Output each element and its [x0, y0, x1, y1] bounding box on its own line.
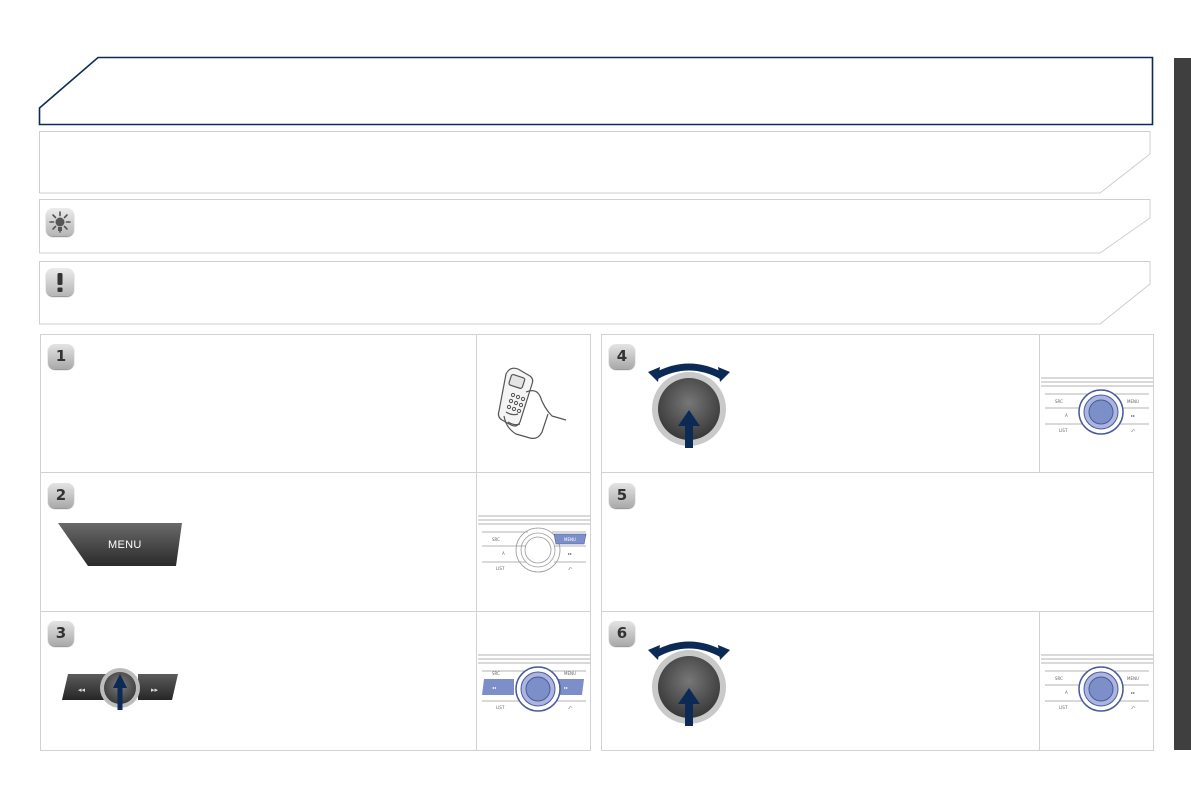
svg-text:LIST: LIST — [496, 566, 505, 571]
svg-text:MENU: MENU — [1127, 676, 1139, 681]
control-panel-knob-highlight-icon: SRC MENU A ▸▸ LIST ⤺ — [1041, 654, 1153, 712]
title-frame — [38, 56, 1154, 126]
svg-text:LIST: LIST — [496, 705, 505, 710]
svg-text:▸▸: ▸▸ — [568, 551, 572, 556]
control-panel-knob-highlight-icon: SRC MENU A ▸▸ LIST ⤺ — [1041, 377, 1153, 435]
svg-text:SRC: SRC — [492, 671, 500, 676]
menu-key-icon — [58, 523, 182, 566]
svg-text:▸▸: ▸▸ — [564, 685, 568, 690]
step-badge: 4 — [609, 343, 635, 369]
svg-text:⤺: ⤺ — [1131, 428, 1136, 433]
svg-text:⤺: ⤺ — [568, 566, 573, 571]
svg-text:⤺: ⤺ — [1131, 705, 1136, 710]
svg-text:MENU: MENU — [564, 671, 576, 676]
svg-text:▸▸: ▸▸ — [1131, 690, 1135, 695]
step-1-image-cell — [476, 334, 591, 473]
seek-keys-and-knob-icon: ◂◂ ▸▸ — [62, 668, 178, 710]
svg-text:LIST: LIST — [1059, 705, 1068, 710]
svg-text:A: A — [1065, 413, 1068, 418]
svg-text:⤺: ⤺ — [568, 705, 573, 710]
step-badge: 2 — [48, 482, 74, 508]
svg-text:MENU: MENU — [564, 537, 576, 542]
step-1-text-cell — [40, 334, 477, 473]
step-badge: 5 — [609, 482, 635, 508]
svg-text:◂◂: ◂◂ — [492, 685, 496, 690]
warning-panel — [39, 261, 1151, 325]
tip-panel — [39, 199, 1151, 254]
svg-text:SRC: SRC — [1055, 676, 1063, 681]
phone-in-hand-icon — [497, 367, 567, 439]
menu-button-label: MENU — [108, 539, 142, 551]
exclamation-icon — [46, 268, 74, 296]
step-badge: 6 — [609, 620, 635, 646]
lightbulb-icon — [46, 208, 74, 236]
svg-text:A: A — [1065, 690, 1068, 695]
rotary-knob-turn-press-icon — [648, 641, 730, 726]
control-panel-seek-highlight-icon: SRC MENU ◂◂ ▸▸ LIST ⤺ — [478, 654, 590, 712]
control-panel-menu-highlight-icon: SRC MENU A ▸▸ LIST ⤺ — [478, 515, 590, 573]
svg-text:LIST: LIST — [1059, 428, 1068, 433]
svg-text:▸▸: ▸▸ — [151, 686, 159, 694]
svg-text:◂◂: ◂◂ — [78, 686, 86, 694]
info-panel — [39, 131, 1151, 194]
svg-text:SRC: SRC — [492, 537, 500, 542]
step-5-text-cell — [601, 472, 1154, 612]
svg-text:A: A — [502, 551, 505, 556]
svg-text:SRC: SRC — [1055, 399, 1063, 404]
step-badge: 1 — [48, 343, 74, 369]
svg-text:MENU: MENU — [1127, 399, 1139, 404]
svg-text:▸▸: ▸▸ — [1131, 413, 1135, 418]
chapter-side-tab — [1174, 58, 1191, 750]
step-badge: 3 — [48, 620, 74, 646]
rotary-knob-turn-press-icon — [648, 363, 730, 448]
